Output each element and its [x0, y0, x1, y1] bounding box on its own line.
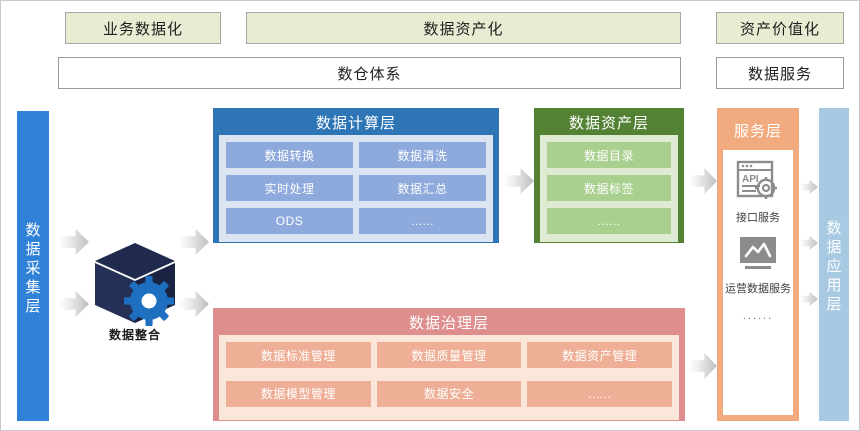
integrate-label: 数据整合 — [108, 328, 161, 342]
governance-cell-data-standard-mgmt[interactable]: 数据标准管理 — [226, 342, 371, 368]
app-char-2: 应 — [826, 258, 842, 275]
governance-cell-data-asset-mgmt[interactable]: 数据资产管理 — [527, 342, 672, 368]
collect-char-4: 层 — [25, 297, 41, 315]
governance-cell-data-model-mgmt[interactable]: 数据模型管理 — [226, 380, 371, 407]
arrow-service-to-app-1 — [800, 179, 818, 195]
governance-cell-more[interactable]: ...... — [527, 380, 672, 407]
collect-char-1: 据 — [25, 240, 41, 258]
service-item-label-operational-data: 运营数据服务 — [725, 283, 791, 295]
app-char-1: 据 — [826, 239, 842, 256]
service-more-dots: ...... — [742, 310, 774, 322]
arrow-collect-to-integrate-bottom — [59, 291, 89, 317]
sidebar-data-collection-layer: 数 据 采 集 层 — [17, 111, 49, 421]
compute-cell-ods[interactable]: ODS — [226, 208, 353, 234]
app-char-0: 数 — [826, 220, 842, 237]
compute-cell-data-cleaning[interactable]: 数据清洗 — [359, 142, 486, 168]
service-layer-body: API 接口服务 — [723, 150, 793, 415]
panel-data-asset-layer: 数据资产层 数据目录 数据标签 ...... — [534, 108, 684, 243]
compute-cell-more[interactable]: ...... — [359, 208, 486, 234]
arrow-integrate-to-governance — [179, 291, 209, 317]
arrow-asset-to-service — [689, 168, 717, 194]
bar-data-service: 数据服务 — [716, 57, 844, 89]
arrow-governance-to-service — [689, 353, 717, 379]
bar-data-warehouse-system: 数仓体系 — [58, 57, 681, 89]
asset-layer-title: 数据资产层 — [568, 114, 649, 132]
app-char-3: 用 — [826, 277, 842, 294]
arrow-service-to-app-2 — [800, 235, 818, 251]
arrow-integrate-to-compute — [179, 229, 209, 255]
governance-cell-data-security[interactable]: 数据安全 — [376, 380, 522, 407]
collect-char-2: 采 — [25, 259, 41, 277]
panel-data-compute-layer: 数据计算层 数据转换 数据清洗 实时处理 数据汇总 ODS ...... — [213, 108, 499, 243]
compute-cell-data-aggregation[interactable]: 数据汇总 — [359, 175, 486, 201]
banner-chip-data-assetization: 数据资产化 — [246, 12, 681, 44]
collect-char-3: 集 — [25, 278, 41, 296]
arrow-compute-to-asset — [504, 168, 534, 194]
panel-data-governance-layer: 数据治理层 数据标准管理 数据质量管理 数据资产管理 数据模型管理 数据安全 .… — [213, 308, 685, 421]
app-char-4: 层 — [826, 296, 842, 313]
service-item-label-api: 接口服务 — [736, 212, 780, 224]
asset-cell-data-catalog[interactable]: 数据目录 — [547, 142, 671, 168]
compute-cell-realtime-processing[interactable]: 实时处理 — [226, 175, 353, 201]
asset-cell-data-tags[interactable]: 数据标签 — [547, 175, 671, 201]
asset-cell-more[interactable]: ...... — [547, 208, 671, 234]
service-layer-title: 服务层 — [733, 122, 782, 140]
banner-chip-business-datafication: 业务数据化 — [65, 12, 221, 44]
sidebar-data-application-layer: 数 据 应 用 层 — [819, 108, 849, 421]
compute-layer-title: 数据计算层 — [315, 114, 396, 132]
governance-layer-title: 数据治理层 — [408, 314, 489, 332]
arrow-collect-to-integrate-top — [59, 229, 89, 255]
governance-cell-data-quality-mgmt[interactable]: 数据质量管理 — [376, 342, 522, 368]
collect-char-0: 数 — [25, 221, 41, 239]
cube-gear-icon — [89, 239, 181, 331]
panel-service-layer: 服务层 API — [717, 108, 799, 421]
monitor-chart-icon — [736, 235, 780, 278]
api-window-icon: API — [736, 160, 780, 207]
svg-text:API: API — [742, 174, 759, 185]
arrow-service-to-app-3 — [800, 291, 818, 307]
banner-chip-asset-valuation: 资产价值化 — [716, 12, 844, 44]
compute-cell-data-transform[interactable]: 数据转换 — [226, 142, 353, 168]
